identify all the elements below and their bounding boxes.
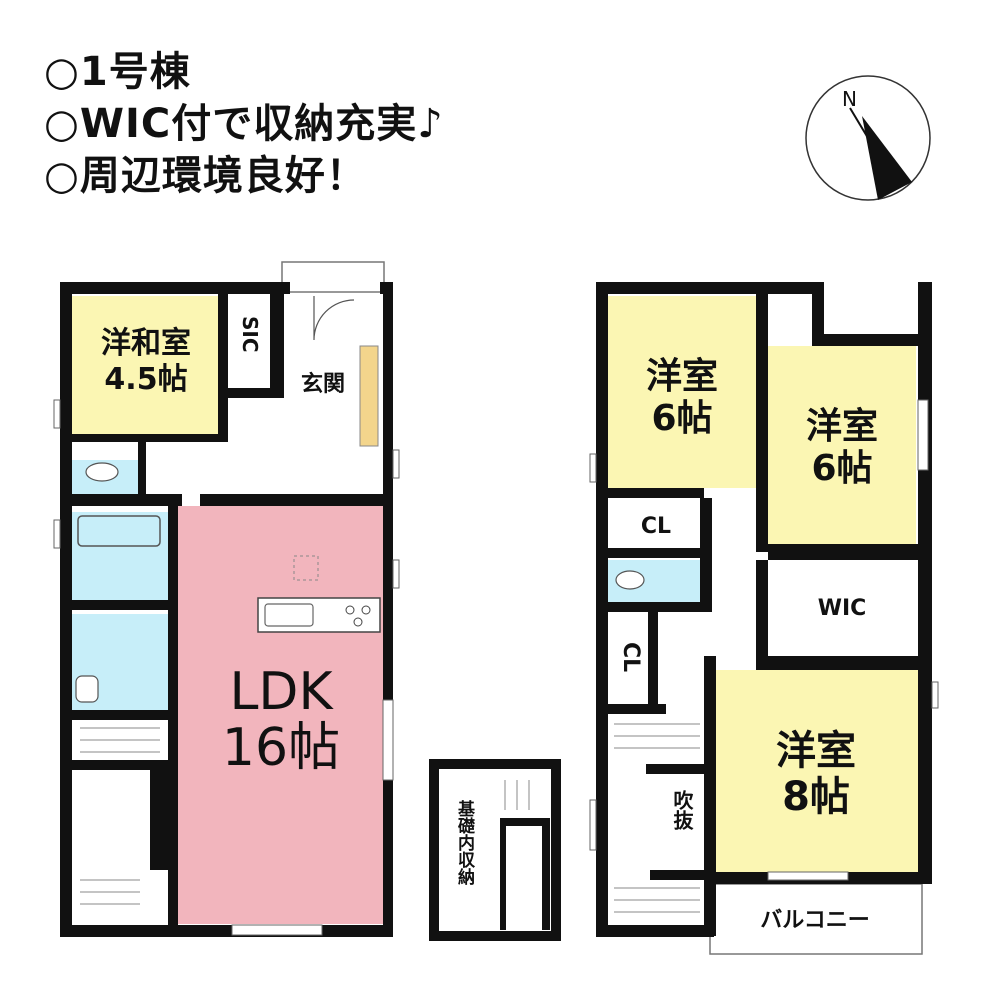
wic-label: WIC [817, 596, 867, 621]
room-c-floor [714, 670, 918, 876]
room-a-name: 洋室 [645, 356, 718, 397]
room-c-name: 洋室 [776, 728, 856, 774]
washitsu-size: 4.5帖 [104, 362, 188, 397]
second-floor-plan [589, 282, 939, 955]
first-floor-plan [53, 261, 400, 937]
storage-plan [429, 759, 561, 941]
compass-icon: N [805, 75, 931, 201]
north-label: N [842, 87, 857, 111]
storage-label: 基礎内収納 [454, 800, 474, 885]
room-a-label: 洋室 6帖 [620, 356, 744, 440]
room-a-size: 6帖 [651, 398, 713, 439]
room-b-size: 6帖 [811, 448, 873, 489]
room-c-size: 8帖 [782, 774, 850, 820]
balcony-label: バルコニー [760, 908, 870, 933]
room-a-floor [608, 296, 756, 488]
cl-1-label: CL [640, 514, 672, 539]
ldk-name: LDK [229, 662, 333, 722]
ldk-label: LDK 16帖 [186, 664, 376, 776]
ldk-floor [178, 506, 383, 924]
heading-environment: ○周辺環境良好！ [44, 153, 367, 199]
ldk-size: 16帖 [221, 718, 341, 778]
sic-label: SIC [238, 316, 262, 353]
fukinuke-label: 吹抜 [670, 790, 694, 830]
room-b-name: 洋室 [805, 406, 878, 447]
washitsu-label: 洋和室 4.5帖 [80, 326, 212, 398]
room-b-label: 洋室 6帖 [780, 406, 904, 490]
heading-wic-storage: ○WIC付で収納充実♪ [44, 101, 444, 147]
genkan-label: 玄関 [300, 372, 345, 397]
room-b-floor [768, 346, 916, 544]
washitsu-floor [72, 296, 220, 434]
washitsu-name: 洋和室 [101, 326, 191, 361]
heading-building-number: ○1号棟 [44, 49, 191, 95]
cl-2-label: CL [618, 642, 643, 673]
room-c-label: 洋室 8帖 [748, 728, 884, 820]
